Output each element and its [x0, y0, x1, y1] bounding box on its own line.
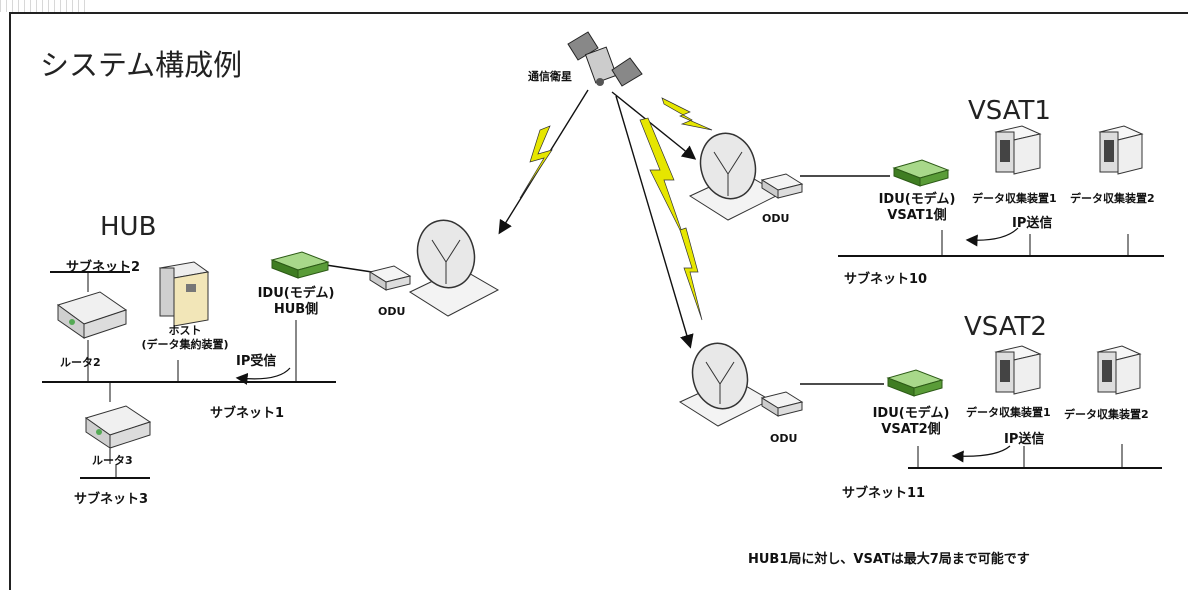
- hub-odu-label: ODU: [378, 305, 406, 318]
- hub-dish-icon: [408, 219, 500, 317]
- hub-odu-icon: [368, 265, 412, 291]
- vsat2-ip-send-label: IP送信: [1004, 432, 1045, 447]
- corner-grid: [0, 0, 88, 12]
- vsat2-collector1-label: データ収集装置1: [966, 406, 1051, 419]
- vsat2-collector1-icon: [994, 345, 1042, 395]
- vsat2-modem-icon: [886, 369, 944, 397]
- vsat1-ip-arrow: [965, 227, 1019, 247]
- lightning-icons: [519, 97, 713, 321]
- router2-icon: [56, 291, 128, 339]
- satellite-icon: [567, 31, 643, 87]
- hub-subnet3-label: サブネット3: [74, 492, 149, 507]
- vsat1-idu-label-line1: IDU(モデム): [878, 192, 956, 207]
- vsat1-idu-label-line2: VSAT1側: [887, 208, 947, 223]
- hub-host-label: ホスト (データ集約装置): [130, 324, 240, 352]
- vsat1-title: VSAT1: [968, 96, 1051, 126]
- hub-network-lines: [42, 264, 373, 479]
- vsat1-odu-icon: [760, 173, 804, 199]
- hub-ip-receive-label: IP受信: [236, 354, 277, 369]
- capacity-note: HUB1局に対し、VSATは最大7局まで可能です: [748, 552, 1030, 567]
- router3-icon: [84, 405, 152, 449]
- hub-host-label-line1: ホスト: [168, 324, 202, 337]
- vsat1-collector1-icon: [994, 125, 1042, 175]
- host-server-icon: [158, 261, 210, 327]
- hub-router2-label: ルータ2: [60, 356, 101, 369]
- vsat1-modem-icon: [892, 159, 950, 187]
- hub-router3-label: ルータ3: [92, 454, 133, 467]
- vsat2-dish-icon: [678, 342, 772, 427]
- hub-idu-label-line1: IDU(モデム): [257, 286, 335, 301]
- diagram-frame: [9, 12, 1188, 590]
- vsat2-network-lines: [908, 444, 1162, 469]
- satellite-label: 通信衛星: [528, 70, 572, 83]
- vsat1-dish-icon: [688, 132, 782, 221]
- vsat2-idu-label: IDU(モデム) VSAT2側: [856, 406, 966, 438]
- vsat2-idu-label-line2: VSAT2側: [881, 422, 941, 437]
- hub-title: HUB: [100, 212, 157, 242]
- vsat1-collector2-icon: [1098, 125, 1144, 175]
- vsat2-subnet-label: サブネット11: [842, 486, 926, 501]
- vsat2-title: VSAT2: [964, 312, 1047, 342]
- vsat1-network-lines: [838, 230, 1164, 257]
- hub-idu-label: IDU(モデム) HUB側: [246, 286, 346, 318]
- vsat1-collector1-label: データ収集装置1: [972, 192, 1057, 205]
- hub-modem-icon: [270, 251, 330, 279]
- vsat1-ip-send-label: IP送信: [1012, 216, 1053, 231]
- vsat2-collector2-label: データ収集装置2: [1064, 408, 1149, 421]
- vsat1-subnet-label: サブネット10: [844, 272, 928, 287]
- hub-subnet1-label: サブネット1: [210, 406, 285, 421]
- vsat1-idu-label: IDU(モデム) VSAT1側: [862, 192, 972, 224]
- hub-subnet2-label: サブネット2: [66, 260, 141, 275]
- hub-host-label-line2: (データ集約装置): [141, 338, 229, 351]
- vsat2-collector2-icon: [1096, 345, 1142, 395]
- hub-idu-label-line2: HUB側: [273, 302, 319, 317]
- signal-arrows: [498, 89, 697, 349]
- diagram-title: システム構成例: [40, 48, 243, 82]
- vsat2-ip-arrow: [951, 445, 1011, 463]
- vsat2-odu-icon: [760, 391, 804, 417]
- vsat1-odu-label: ODU: [762, 212, 790, 225]
- vsat1-collector2-label: データ収集装置2: [1070, 192, 1155, 205]
- vsat2-odu-label: ODU: [770, 432, 798, 445]
- hub-ip-arrow: [235, 367, 291, 385]
- vsat2-idu-label-line1: IDU(モデム): [872, 406, 950, 421]
